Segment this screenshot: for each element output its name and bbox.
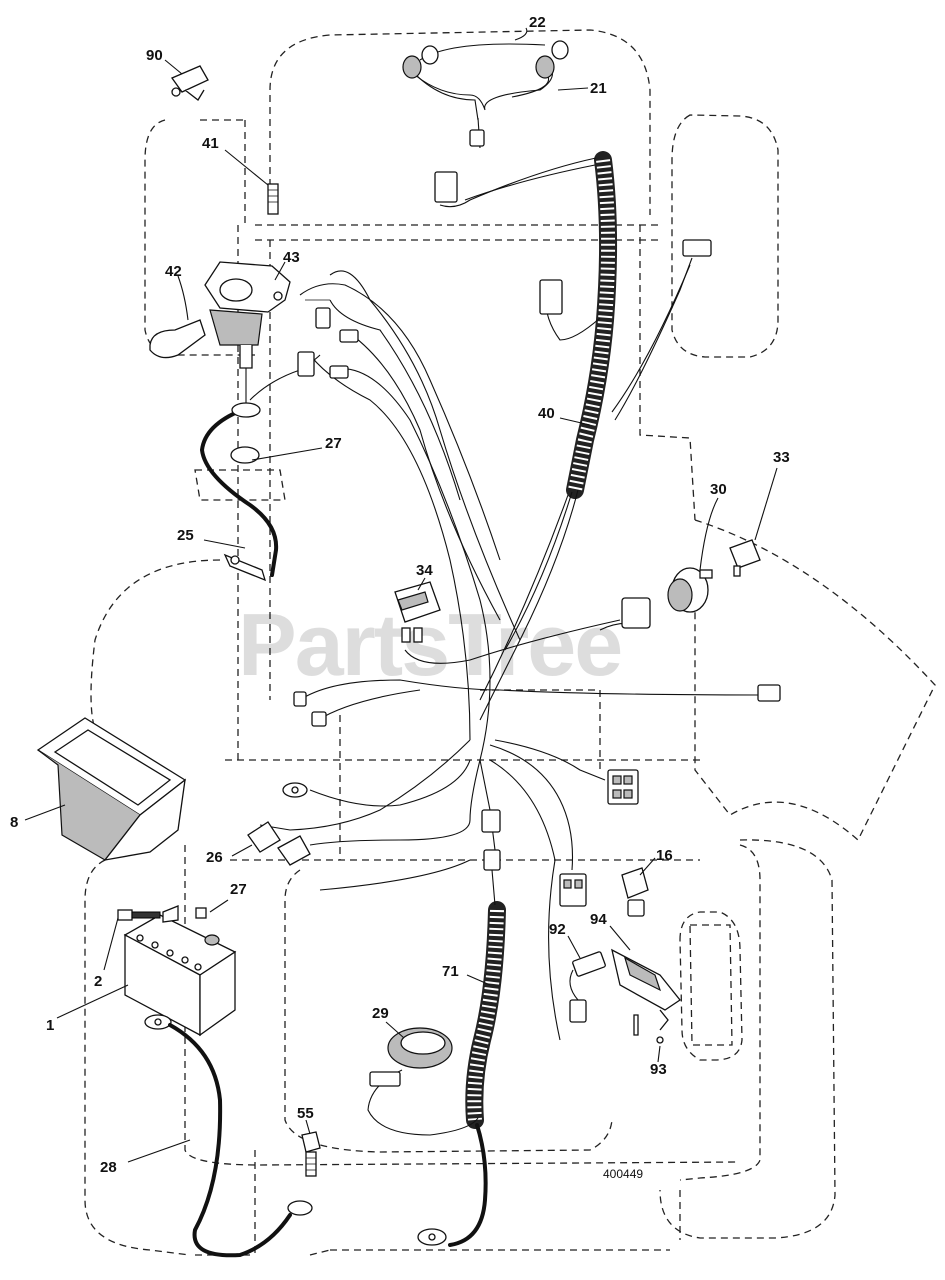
callout-25: 25 (177, 527, 194, 544)
callout-33: 33 (773, 449, 790, 466)
switch-assembly-94 (611, 948, 681, 1031)
callout-94: 94 (590, 911, 607, 928)
callout-21: 21 (590, 80, 607, 97)
callout-92: 92 (549, 921, 566, 938)
leader-lines (24, 27, 778, 1163)
callout-26: 26 (206, 849, 223, 866)
callout-8: 8 (10, 814, 18, 831)
callout-55: 55 (297, 1105, 314, 1122)
part-26-connectors (247, 782, 311, 866)
callout-22: 22 (529, 14, 546, 31)
callout-30: 30 (710, 481, 727, 498)
battery-1 (117, 905, 237, 1037)
callout-41: 41 (202, 135, 219, 152)
callout-28: 28 (100, 1159, 117, 1176)
headlight-harness (402, 40, 569, 149)
screw-93 (633, 1014, 664, 1044)
battery-tray-8 (36, 717, 187, 861)
ground-cable-25 (199, 402, 279, 582)
callout-29: 29 (372, 1005, 389, 1022)
harness-wires (249, 270, 781, 1041)
callout-27-top: 27 (325, 435, 342, 452)
main-harness-conduit-40 (434, 151, 712, 721)
battery-cable-28 (144, 1014, 313, 1258)
figure-number: 400449 (603, 1167, 643, 1181)
callout-labels: 90 22 21 41 42 43 40 27 25 34 30 33 8 26… (10, 14, 790, 1181)
callout-42: 42 (165, 263, 182, 280)
callout-27-bottom: 27 (230, 881, 247, 898)
connector-plug (621, 597, 651, 629)
callout-71: 71 (442, 963, 459, 980)
relay-16 (621, 867, 649, 917)
bolt-55 (301, 1131, 321, 1177)
six-pin-connector (607, 769, 639, 805)
part-34-switch (394, 581, 441, 643)
coil-cable-71 (417, 869, 506, 1247)
callout-1: 1 (46, 1017, 54, 1034)
callout-90: 90 (146, 47, 163, 64)
callout-16: 16 (656, 847, 673, 864)
callout-40: 40 (538, 405, 555, 422)
part-92-connector (569, 951, 606, 1023)
seat-switch-29 (367, 1027, 479, 1136)
part-30-switch (667, 567, 713, 613)
callout-2: 2 (94, 973, 102, 990)
callout-43: 43 (283, 249, 300, 266)
part-90-bracket (171, 65, 209, 101)
control-panel-outline (679, 911, 743, 1061)
four-pin-connector (559, 873, 587, 907)
callout-34: 34 (416, 562, 433, 579)
part-33-switch (729, 539, 761, 577)
ignition-switch-assembly (149, 183, 291, 405)
callout-93: 93 (650, 1061, 667, 1078)
